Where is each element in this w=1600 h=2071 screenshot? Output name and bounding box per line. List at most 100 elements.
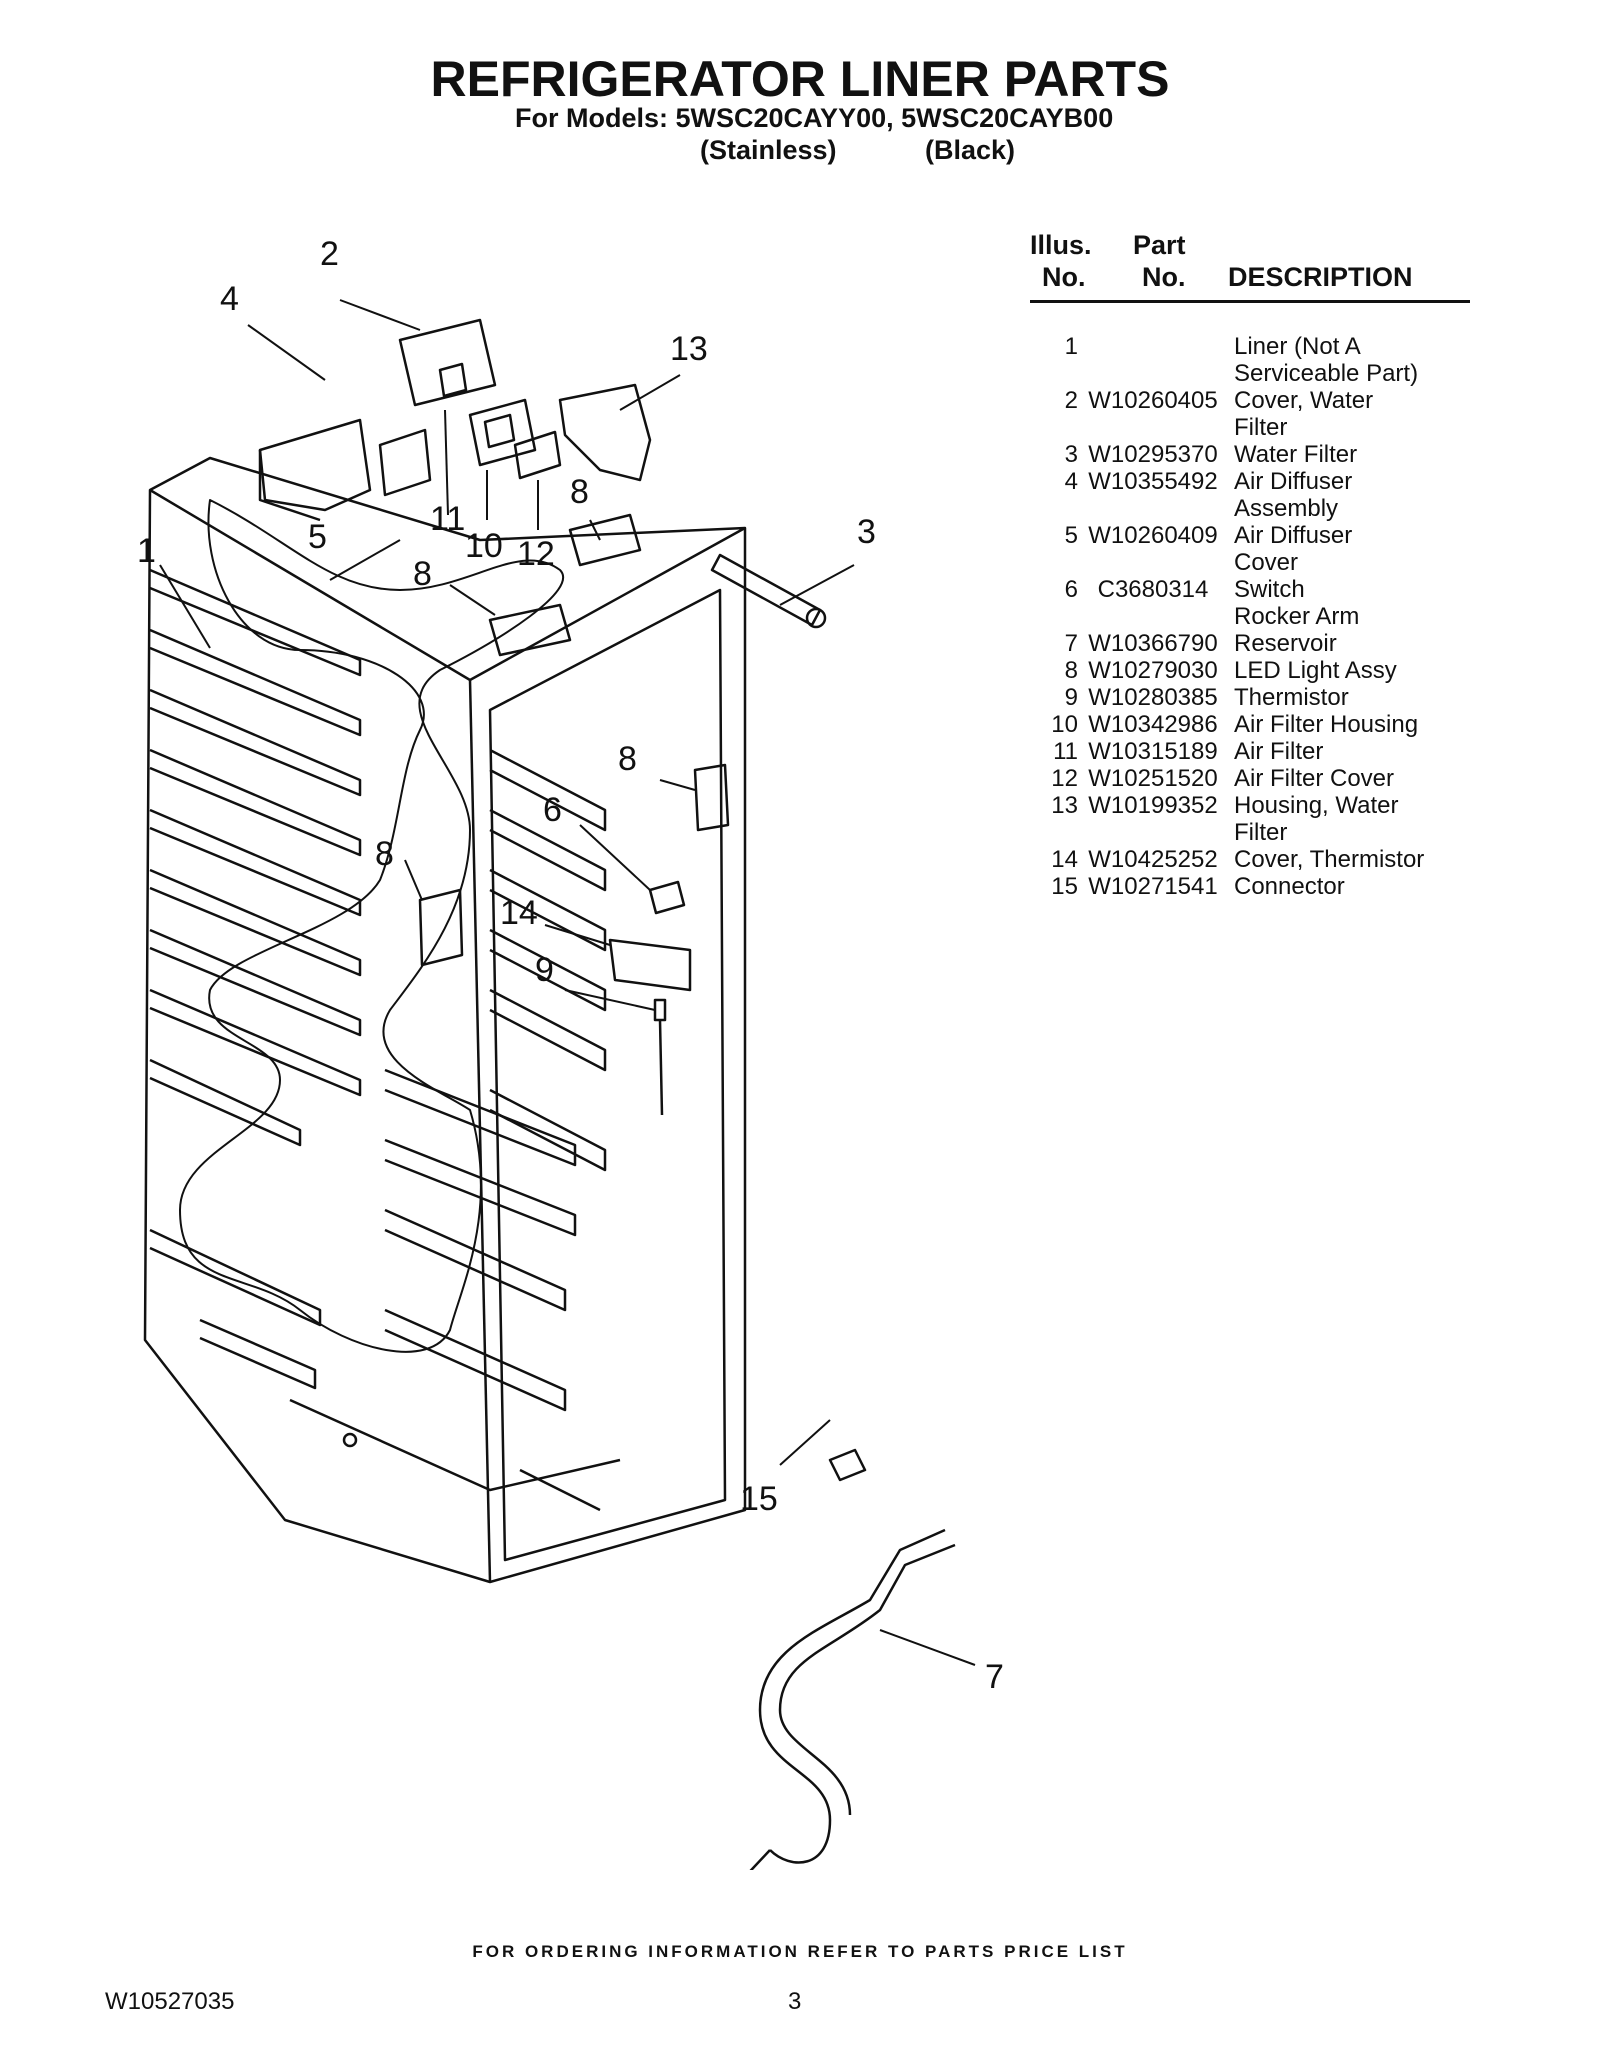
illus-number: 5 (1064, 522, 1078, 549)
part-number: W10425252 (1088, 846, 1218, 873)
thermistor-cover-illustration (608, 938, 692, 992)
part-number: W10199352 (1088, 792, 1218, 819)
part-description: Assembly (1234, 495, 1339, 522)
part-description: Cover, Thermistor (1234, 846, 1425, 873)
part-number: W10279030 (1088, 657, 1218, 684)
part-description: Rocker Arm (1234, 603, 1360, 630)
document-number: W10527035 (105, 1988, 235, 2015)
part-description: Air Filter (1234, 738, 1324, 765)
water-filter-housing-illustration (558, 383, 652, 482)
part-number: W10315189 (1088, 738, 1218, 765)
callout-13: 13 (670, 330, 708, 368)
table-row: 3 W10295370 Water Filter (1030, 441, 1470, 468)
illus-number: 8 (1064, 657, 1078, 684)
table-row: 13 W10199352 Housing, Water (1030, 792, 1470, 819)
illus-number (1030, 495, 1078, 522)
table-row: 1 Liner (Not A (1030, 333, 1470, 360)
part-description: Air Filter Cover (1234, 765, 1395, 792)
callout-12: 12 (517, 535, 555, 573)
col-illus-label-1: Illus. (1030, 230, 1092, 260)
illus-number: 11 (1053, 738, 1078, 765)
illus-number: 6 (1064, 576, 1078, 603)
table-row: Filter (1030, 414, 1470, 441)
part-description: Liner (Not A (1234, 333, 1361, 360)
part-number: W10342986 (1088, 711, 1218, 738)
illus-number: 15 (1051, 873, 1078, 900)
variant-stainless: (Stainless) (700, 135, 837, 165)
illus-number: 9 (1064, 684, 1078, 711)
part-number: W10260409 (1088, 522, 1218, 549)
callout-6: 6 (543, 791, 562, 829)
callout-5: 5 (308, 518, 327, 556)
part-number (1078, 603, 1228, 630)
parts-table-header: Illus. No. Part No. DESCRIPTION (1030, 230, 1470, 303)
illus-number (1030, 603, 1078, 630)
model-list: For Models: 5WSC20CAYY00, 5WSC20CAYB00 (515, 103, 1114, 133)
table-row: Assembly (1030, 495, 1470, 522)
part-description: Housing, Water (1234, 792, 1399, 819)
table-row: Serviceable Part) (1030, 360, 1470, 387)
reservoir-illustration (749, 1528, 956, 1870)
illus-number: 3 (1064, 441, 1078, 468)
callout-14: 14 (500, 894, 538, 932)
page-title: REFRIGERATOR LINER PARTS (430, 51, 1170, 107)
part-description: Air Filter Housing (1234, 711, 1419, 738)
callout-15: 15 (740, 1480, 778, 1518)
table-row: 6 C3680314 Switch (1030, 576, 1470, 603)
air-diffuser-cover-illustration (378, 428, 432, 497)
page-number: 3 (788, 1988, 802, 2015)
illus-number: 4 (1064, 468, 1078, 495)
part-number: W10355492 (1088, 468, 1218, 495)
illus-number: 13 (1051, 792, 1078, 819)
col-description-label: DESCRIPTION (1228, 262, 1413, 292)
thermistor-illustration (653, 998, 667, 1116)
illus-number: 1 (1064, 333, 1078, 360)
illus-number (1030, 819, 1078, 846)
part-number (1078, 549, 1228, 576)
connector-illustration (828, 1448, 867, 1482)
callout-4: 4 (220, 280, 239, 318)
callout-8b: 8 (413, 555, 432, 593)
illus-number: 12 (1051, 765, 1078, 792)
part-description: Filter (1234, 819, 1288, 846)
table-row: 7 W10366790 Reservoir (1030, 630, 1470, 657)
callout-8a: 8 (570, 473, 589, 511)
part-number: C3680314 (1097, 576, 1209, 603)
part-number: W10251520 (1088, 765, 1218, 792)
switch-rocker-arm-illustration (648, 880, 686, 915)
illus-number: 14 (1051, 846, 1078, 873)
illus-number (1030, 549, 1078, 576)
part-description: Air Diffuser (1234, 468, 1353, 495)
col-part-label-2: No. (1142, 262, 1186, 292)
illus-number: 2 (1064, 387, 1078, 414)
part-description: Connector (1234, 873, 1345, 900)
led-light-illustration (418, 513, 730, 967)
illus-number (1030, 360, 1078, 387)
part-description: Cover (1234, 549, 1299, 576)
callout-3: 3 (857, 513, 876, 551)
part-number: W10366790 (1088, 630, 1218, 657)
part-number (1078, 360, 1228, 387)
illus-number: 10 (1051, 711, 1078, 738)
callout-8d: 8 (375, 835, 394, 873)
table-row: Cover (1030, 549, 1470, 576)
part-description: Reservoir (1234, 630, 1337, 657)
part-number: W10260405 (1088, 387, 1218, 414)
part-number: W10295370 (1088, 441, 1218, 468)
part-number: W10280385 (1088, 684, 1218, 711)
air-filter-housing-illustration (468, 398, 562, 480)
water-filter-illustration (710, 553, 827, 629)
callout-11: 11 (430, 500, 465, 538)
part-number (1078, 495, 1228, 522)
table-row: 11 W10315189 Air Filter (1030, 738, 1470, 765)
part-description: Water Filter (1234, 441, 1358, 468)
illus-number: 7 (1064, 630, 1078, 657)
part-number (1078, 414, 1228, 441)
variant-black: (Black) (925, 135, 1016, 165)
part-description: Switch (1234, 576, 1305, 603)
part-description: Filter (1234, 414, 1288, 441)
